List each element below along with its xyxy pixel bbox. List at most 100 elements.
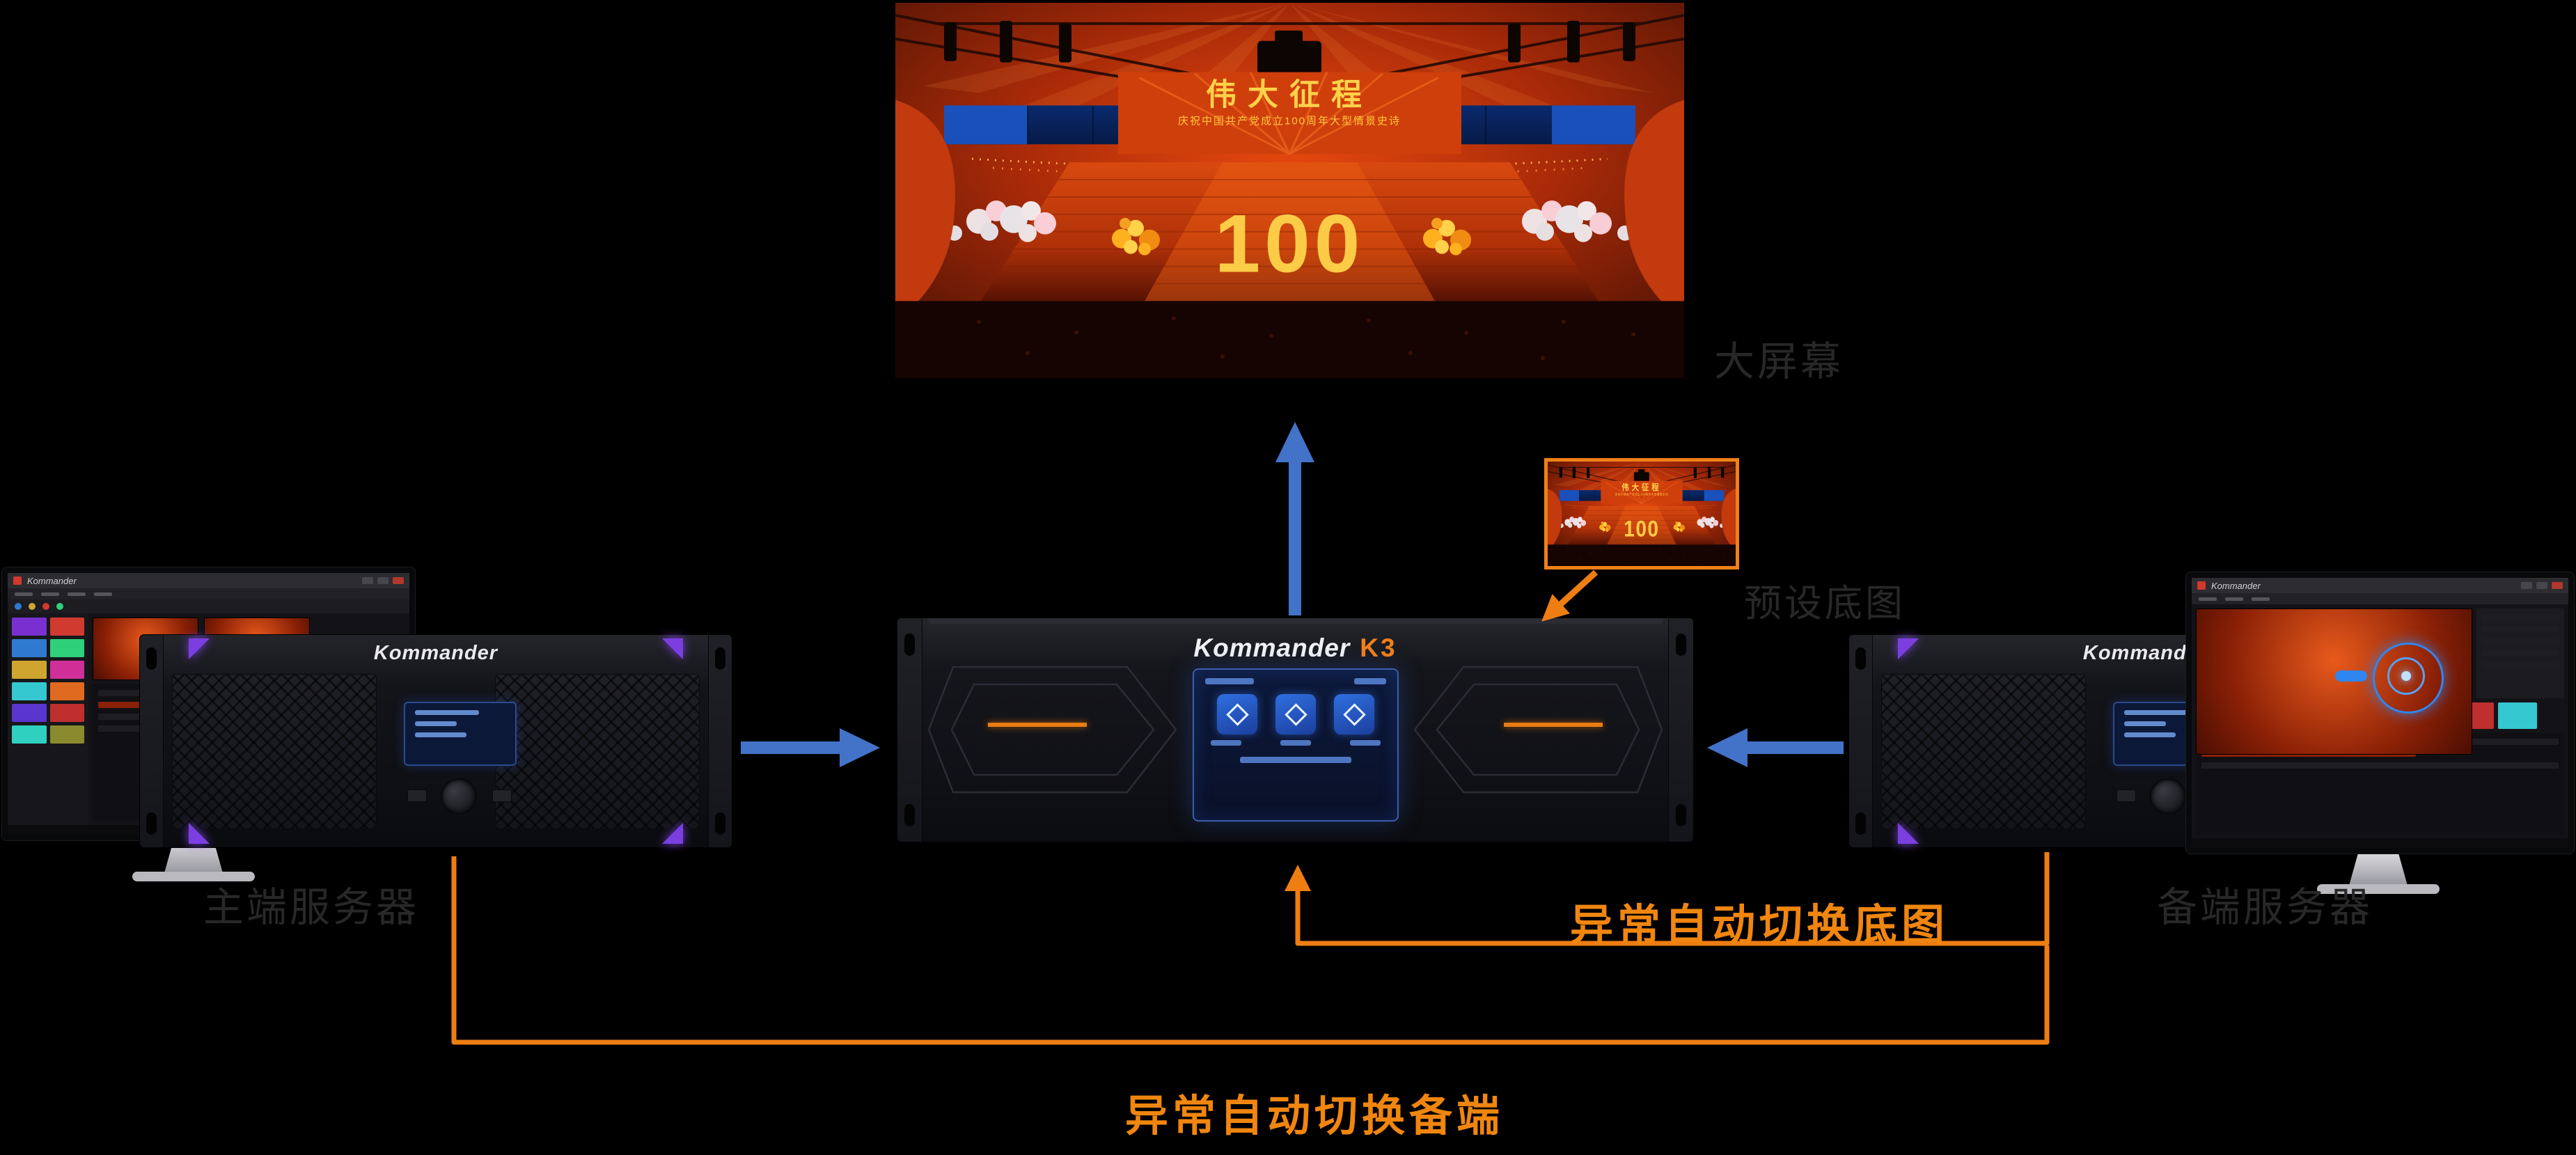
- menu-item[interactable]: [94, 592, 112, 596]
- k3-screen-icon[interactable]: [1275, 694, 1316, 734]
- panel-row: [2482, 638, 2559, 644]
- play-button[interactable]: [2335, 670, 2367, 682]
- media-thumbnail[interactable]: [49, 639, 84, 657]
- tool-icon[interactable]: [56, 603, 63, 610]
- server-faceplate: Kommander: [164, 635, 708, 847]
- cube-icon: [1284, 702, 1307, 726]
- menu-item[interactable]: [2252, 597, 2270, 601]
- rack-hole: [904, 634, 915, 656]
- media-thumbnail[interactable]: [2498, 702, 2537, 729]
- purple-accent-icon: [662, 823, 683, 844]
- timeline-row: [2201, 762, 2559, 769]
- display-text-line: [415, 721, 457, 726]
- preset-thumbnail: [1544, 458, 1739, 569]
- tool-icon[interactable]: [42, 603, 49, 610]
- maximize-icon[interactable]: [2536, 582, 2547, 589]
- rack-hole: [146, 647, 157, 670]
- media-thumbnail[interactable]: [12, 618, 47, 636]
- media-thumbnail[interactable]: [49, 682, 84, 700]
- app-title: Kommander: [27, 575, 77, 586]
- server-button[interactable]: [407, 789, 427, 802]
- window-controls: [362, 577, 404, 584]
- purple-accent-icon: [189, 823, 210, 844]
- media-thumbnail[interactable]: [12, 661, 47, 679]
- app-title-bar: Kommander: [8, 573, 409, 588]
- minimize-icon[interactable]: [2521, 582, 2532, 589]
- app-logo-icon: [13, 576, 22, 585]
- k3-touchscreen[interactable]: [1193, 668, 1399, 822]
- k3-rack-ear-right: [1668, 618, 1693, 842]
- server-mesh-grille-left: [1881, 674, 2086, 829]
- backup-monitor-stand: [2349, 852, 2408, 886]
- display-text-line: [2124, 721, 2166, 726]
- k3-orange-accent-right: [1504, 723, 1603, 727]
- app-toolbar: [8, 599, 409, 613]
- icon-caption: [1211, 740, 1241, 746]
- menu-item[interactable]: [68, 592, 86, 596]
- stage-live-preview[interactable]: [2196, 608, 2472, 755]
- server-button[interactable]: [2116, 789, 2136, 802]
- icon-caption: [1280, 740, 1311, 746]
- server-brand-logo: Kommander: [373, 642, 498, 664]
- maximize-icon[interactable]: [377, 577, 388, 584]
- close-icon[interactable]: [2552, 582, 2563, 589]
- media-thumbnail[interactable]: [49, 704, 84, 722]
- big-screen-label: 大屏幕: [1714, 339, 1844, 384]
- primary-server-label: 主端服务器: [203, 885, 420, 930]
- server-control-knob[interactable]: [2150, 778, 2186, 815]
- server-control-knob[interactable]: [441, 778, 477, 815]
- close-icon[interactable]: [393, 577, 404, 584]
- app-menu-bar: [8, 588, 409, 599]
- tool-icon[interactable]: [15, 603, 22, 610]
- app-title: Kommander: [2211, 580, 2261, 591]
- menu-item[interactable]: [2199, 597, 2217, 601]
- hud-ring-icon: [2373, 643, 2444, 714]
- display-text-line: [2124, 710, 2188, 715]
- tool-icon[interactable]: [29, 603, 36, 610]
- server-status-display: [404, 702, 517, 766]
- menu-item[interactable]: [2225, 597, 2243, 601]
- hud-center-dot-icon: [2401, 671, 2411, 681]
- media-thumbnail[interactable]: [49, 618, 84, 636]
- purple-accent-icon: [1898, 638, 1919, 659]
- k3-icon-captions: [1205, 734, 1386, 746]
- purple-accent-icon: [189, 638, 210, 659]
- media-thumbnail[interactable]: [49, 661, 84, 679]
- display-text-line: [415, 710, 479, 715]
- window-controls: [2521, 582, 2563, 589]
- auto-switch-backup-label: 异常自动切换备端: [1125, 1092, 1505, 1140]
- icon-caption: [1350, 740, 1381, 746]
- k3-top-edge: [928, 618, 1663, 624]
- preset-label: 预设底图: [1744, 583, 1906, 624]
- media-thumbnail[interactable]: [12, 682, 47, 700]
- k3-screen-icon[interactable]: [1217, 694, 1257, 734]
- panel-row: [2482, 661, 2559, 668]
- menu-item[interactable]: [15, 592, 33, 596]
- media-thumbnail[interactable]: [12, 639, 47, 657]
- k3-screen-status-text: [1205, 678, 1254, 684]
- minimize-icon[interactable]: [362, 577, 373, 584]
- auto-switch-base-label: 异常自动切换底图: [1570, 902, 1949, 950]
- k3-model-text: K3: [1360, 634, 1397, 662]
- panel-row: [2482, 614, 2559, 620]
- backup-server-label: 备端服务器: [2157, 885, 2373, 930]
- k3-rack-ear-left: [897, 618, 922, 842]
- media-thumbnail[interactable]: [12, 725, 47, 744]
- k3-screen-icon[interactable]: [1334, 694, 1374, 734]
- app-menu-bar: [2192, 593, 2568, 604]
- menu-item[interactable]: [41, 592, 59, 596]
- media-thumbnail[interactable]: [12, 704, 47, 722]
- server-button[interactable]: [492, 789, 512, 802]
- primary-monitor-stand-base: [132, 872, 255, 881]
- status-bar: [2192, 838, 2568, 848]
- server-mesh-grille-right: [495, 674, 700, 829]
- server-rack-ear-left: [140, 635, 164, 847]
- k3-screen-header: [1205, 678, 1386, 684]
- server-rack-ear-right: [708, 635, 732, 847]
- app-body: [2192, 604, 2568, 755]
- hud-inner-ring-icon: [2387, 657, 2425, 695]
- rack-hole: [715, 812, 725, 835]
- media-thumbnail[interactable]: [49, 725, 84, 744]
- cube-icon: [1225, 702, 1249, 726]
